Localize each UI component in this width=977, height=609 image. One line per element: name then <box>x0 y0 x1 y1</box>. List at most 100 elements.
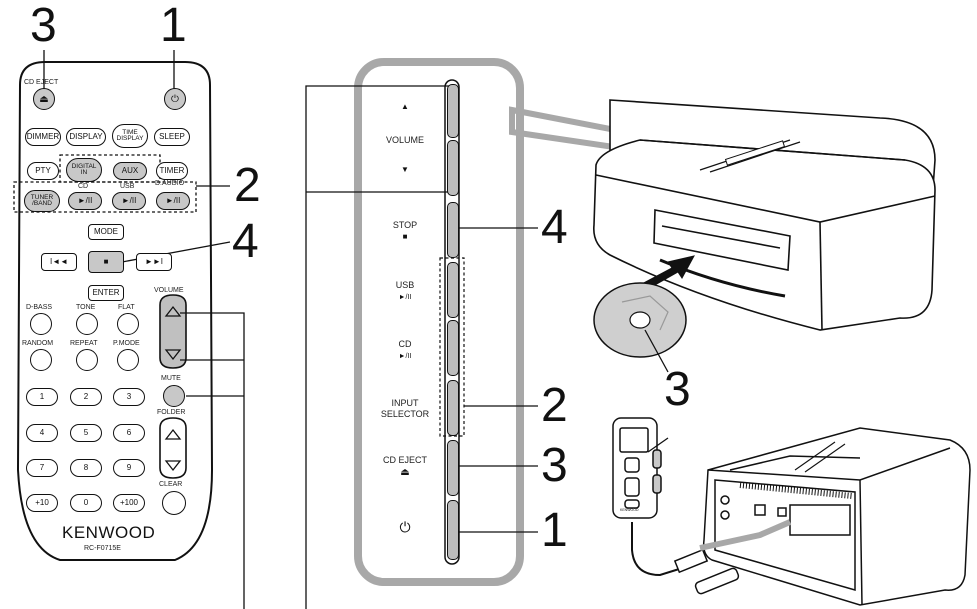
remote-tuner-band-button[interactable]: TUNER /BAND <box>24 190 60 212</box>
remote-digital-in-button[interactable]: DIGITAL IN <box>66 158 102 182</box>
panel-stop-button[interactable] <box>447 202 459 258</box>
usb-plug <box>673 548 709 574</box>
panel-stop-label: STOP <box>392 220 418 230</box>
panel-stop-icon: ■ <box>402 232 408 241</box>
remote-d-audio-label: D.AUDIO <box>155 180 185 187</box>
panel-vol-down-icon: ▼ <box>401 165 409 174</box>
remote-digit-button[interactable]: +10 <box>26 494 58 512</box>
remote-digit-button[interactable]: 3 <box>113 388 145 406</box>
remote-digit-button[interactable]: 2 <box>70 388 102 406</box>
remote-digit-button[interactable]: 1 <box>26 388 58 406</box>
eject-icon: ⏏ <box>39 93 49 105</box>
rear-vent-hatching <box>739 482 853 499</box>
remote-aux-button[interactable]: AUX <box>113 162 147 180</box>
remote-usb-play-button[interactable]: ►/II <box>112 192 146 210</box>
remote-brand-logo: KENWOOD <box>62 523 156 542</box>
remote-playback-group-outline <box>13 181 197 213</box>
remote-tone-label: TONE <box>76 304 96 311</box>
usb-stick <box>694 567 740 595</box>
panel-volume-label: VOLUME <box>385 135 424 145</box>
remote-d-bass-label: D-BASS <box>26 304 53 311</box>
panel-usb-label: USB <box>395 280 415 290</box>
rear-unit-illustration <box>702 427 971 606</box>
remote-p-mode-label: P.MODE <box>113 340 140 347</box>
remote-stop-button[interactable]: ■ <box>88 251 124 273</box>
panel-power-icon: ⏻ <box>399 519 411 535</box>
remote-p-mode-button[interactable] <box>117 349 139 371</box>
panel-usb-button[interactable] <box>447 262 459 318</box>
remote-digit-button[interactable]: 8 <box>70 459 102 477</box>
callout-panel-stop: 4 <box>541 201 568 254</box>
remote-flat-button[interactable] <box>117 313 139 335</box>
remote-clear-label: CLEAR <box>159 481 183 488</box>
callout-remote-stop: 4 <box>232 215 259 268</box>
callout-panel-input: 2 <box>541 379 568 432</box>
remote-flat-label: FLAT <box>118 304 135 311</box>
remote-display-button[interactable]: DISPLAY <box>66 128 106 146</box>
remote-timer-button[interactable]: TIMER <box>156 162 188 180</box>
remote-cd-play-button[interactable]: ►/II <box>68 192 102 210</box>
remote-d-bass-button[interactable] <box>30 313 52 335</box>
remote-clear-button[interactable] <box>162 491 186 515</box>
remote-tone-button[interactable] <box>76 313 98 335</box>
remote-cd-label: CD <box>78 183 89 190</box>
panel-eject-icon: ⏏ <box>400 467 410 478</box>
remote-folder-rocker <box>159 417 187 479</box>
power-icon: ⏻ <box>171 93 179 105</box>
panel-volume-down-button[interactable] <box>447 140 459 196</box>
remote-next-button[interactable]: ►►I <box>136 253 172 271</box>
remote-sleep-button[interactable]: SLEEP <box>154 128 190 146</box>
remote-mute-button[interactable] <box>163 385 185 407</box>
remote-random-label: RANDOM <box>22 340 54 347</box>
remote-mute-label: MUTE <box>161 375 181 382</box>
remote-repeat-label: REPEAT <box>70 340 98 347</box>
usb-cable <box>631 522 693 577</box>
remote-pty-button[interactable]: PTY <box>27 162 59 180</box>
panel-input-selector-button[interactable] <box>447 380 459 436</box>
panel-vol-up-icon: ▲ <box>401 102 409 111</box>
remote-digit-button[interactable]: 6 <box>113 424 145 442</box>
main-unit-illustration <box>593 99 936 331</box>
panel-volume-up-button[interactable] <box>447 84 459 138</box>
remote-digit-button[interactable]: 5 <box>70 424 102 442</box>
usb-player <box>612 417 662 519</box>
remote-prev-button[interactable]: I◄◄ <box>41 253 77 271</box>
panel-cd-eject-button[interactable] <box>447 440 459 496</box>
remote-folder-label: FOLDER <box>157 409 186 416</box>
panel-input-selector-label: INPUT SELECTOR <box>380 398 430 420</box>
usb-player-brand: KENWOOD <box>620 508 639 512</box>
remote-usb-label: USB <box>120 183 135 190</box>
remote-mode-button[interactable]: MODE <box>88 224 124 240</box>
callout-panel-power: 1 <box>541 504 568 557</box>
remote-dimmer-button[interactable]: DIMMER <box>25 128 61 146</box>
remote-digit-button[interactable]: 9 <box>113 459 145 477</box>
panel-power-button[interactable] <box>447 500 459 560</box>
panel-usb-play-icon: ►/II <box>398 294 412 301</box>
remote-volume-label: VOLUME <box>154 287 184 294</box>
callout-usb-connect: 3 <box>664 363 691 416</box>
panel-cd-button[interactable] <box>447 320 459 376</box>
remote-d-audio-play-button[interactable]: ►/II <box>156 192 190 210</box>
panel-cd-eject-label: CD EJECT <box>382 455 427 465</box>
remote-digit-button[interactable]: +100 <box>113 494 145 512</box>
remote-digit-button[interactable]: 4 <box>26 424 58 442</box>
panel-frame <box>354 58 524 586</box>
remote-time-display-button[interactable]: TIME DISPLAY <box>112 124 148 148</box>
panel-cd-play-icon: ►/II <box>398 353 412 360</box>
callout-panel-eject: 3 <box>541 439 568 492</box>
callout-remote-eject: 3 <box>30 0 57 52</box>
remote-digit-button[interactable]: 7 <box>26 459 58 477</box>
remote-power-button[interactable]: ⏻ <box>164 88 186 110</box>
remote-enter-button[interactable]: ENTER <box>88 285 124 301</box>
callout-remote-power: 1 <box>160 0 187 52</box>
remote-cd-eject-label: CD EJECT <box>24 79 59 86</box>
remote-digit-button[interactable]: 0 <box>70 494 102 512</box>
remote-eject-button[interactable]: ⏏ <box>33 88 55 110</box>
remote-random-button[interactable] <box>30 349 52 371</box>
remote-model-label: RC-F0715E <box>84 545 121 552</box>
panel-cd-label: CD <box>398 339 412 349</box>
callout-remote-inputs: 2 <box>234 159 261 212</box>
remote-repeat-button[interactable] <box>76 349 98 371</box>
